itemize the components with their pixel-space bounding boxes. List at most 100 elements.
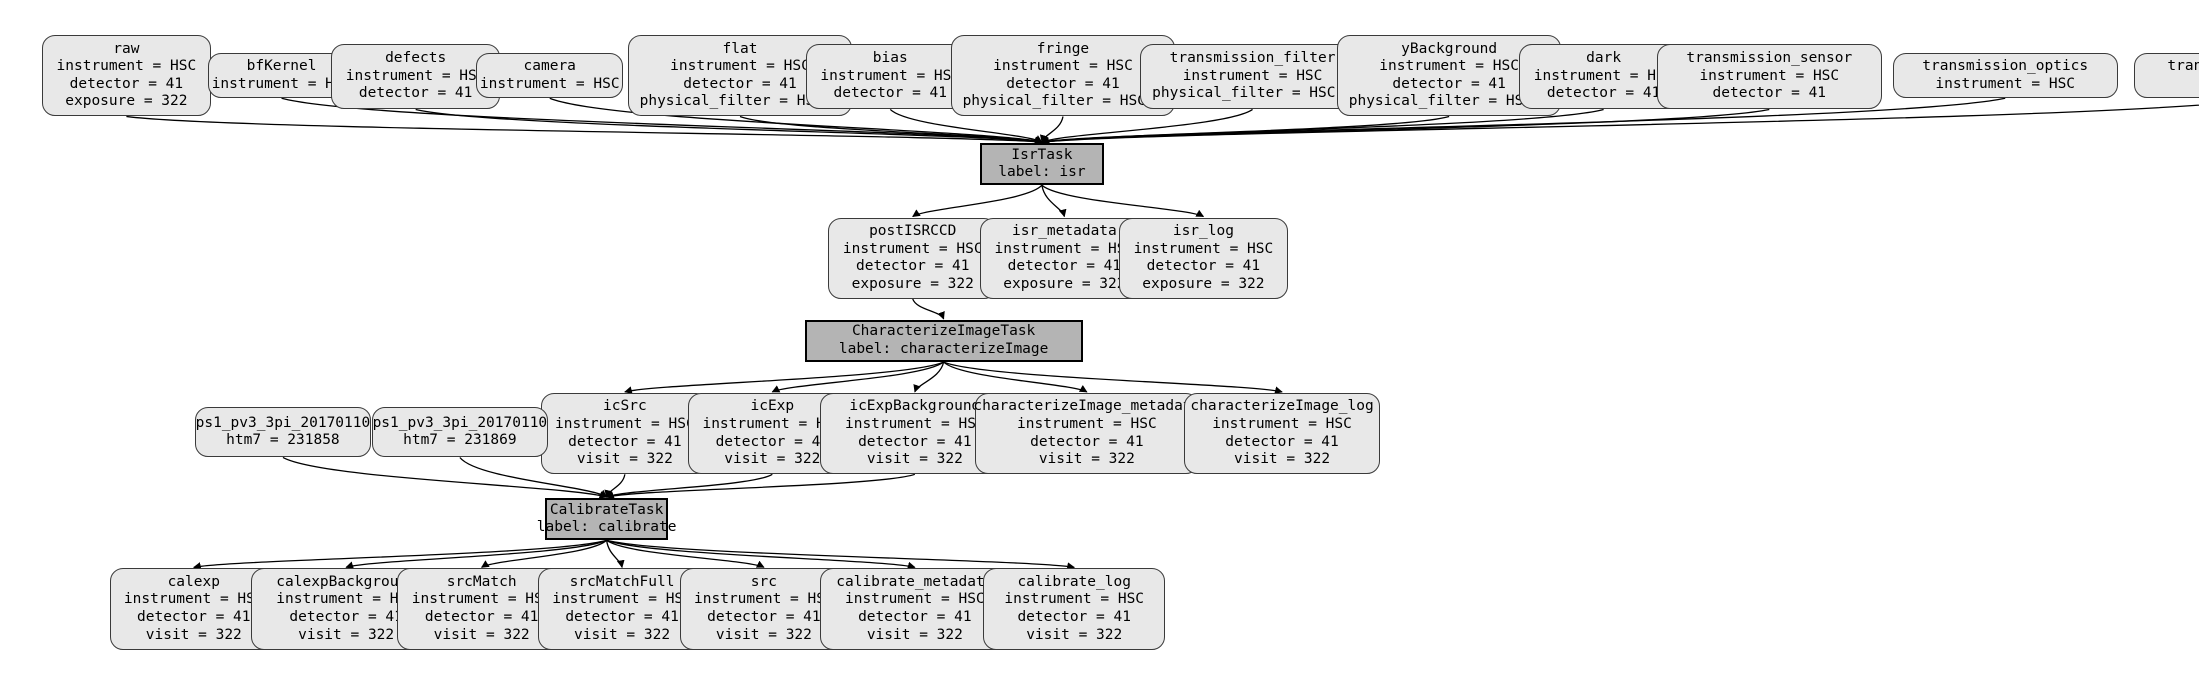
node-line: transmission_filter	[1169, 50, 1336, 67]
node-line: ps1_pv3_3pi_20170110	[372, 414, 548, 431]
node-line: flat	[722, 40, 758, 57]
node-line: detector = 41	[833, 85, 948, 102]
node-line: srcMatch	[446, 573, 517, 590]
node-line: exposure = 322	[1003, 275, 1126, 292]
node-line: dark	[1586, 50, 1622, 67]
node-line: detector = 41	[683, 75, 797, 92]
node-line: CalibrateTask	[549, 501, 664, 518]
node-line: detector = 41	[289, 609, 403, 626]
edge-icExp-to-CalibrateTask	[605, 473, 773, 498]
edge-fringe-to-IsrTask	[1039, 116, 1064, 143]
edge-CharacterizeImageTask-to-characterizeImage_metadata	[943, 361, 1088, 393]
edge-yBackground-to-IsrTask	[1041, 115, 1450, 145]
node-line: characterizeImage_log	[1190, 398, 1374, 415]
node-line: instrument = HSC	[844, 591, 985, 608]
edge-CalibrateTask-to-srcMatchFull	[605, 540, 625, 569]
node-line: postISRCCD	[869, 223, 957, 239]
node-line: exposure = 322	[1142, 275, 1265, 292]
node-line: physical_filter = HSC-Y	[962, 93, 1164, 110]
edge-CalibrateTask-to-srcMatch	[480, 539, 608, 568]
node-line: transmission_atmosphere	[2167, 58, 2199, 75]
node-line: label: characterizeImage	[838, 340, 1049, 357]
node-line: visit = 322	[145, 626, 242, 643]
node-line: instrument = HSC	[479, 75, 620, 92]
node-line: visit = 322	[1038, 451, 1135, 468]
node-line: camera	[523, 58, 576, 75]
node-line: detector = 41	[565, 609, 679, 626]
node-line: detector = 41	[707, 609, 821, 626]
edge-CharacterizeImageTask-to-characterizeImage_log	[943, 361, 1283, 395]
node-line: defects	[385, 50, 447, 67]
node-line: detector = 41	[858, 609, 972, 626]
edge-CalibrateTask-to-calibrate_log	[606, 539, 1075, 571]
node-line: instrument = HSC	[670, 58, 810, 75]
node-line: htm7 = 231858	[226, 432, 340, 449]
node-line: src	[750, 573, 777, 590]
node-line: detector = 41	[1017, 609, 1131, 626]
node-line: instrument = HSC	[1212, 416, 1352, 432]
dataset-node-transmission_atmosphere[interactable]: transmission_atmosphereinstrument = HSC	[2134, 53, 2199, 99]
edge-CharacterizeImageTask-to-icExpBackground	[913, 361, 945, 393]
node-line: detector = 41	[137, 609, 251, 626]
edge-IsrTask-to-isr_log	[1041, 184, 1205, 218]
node-line: transmission_sensor	[1686, 50, 1853, 67]
node-line: instrument = HSC	[1017, 416, 1157, 432]
node-line: instrument = HSC	[555, 416, 695, 432]
node-line: calibrate_log	[1017, 573, 1131, 590]
node-line: srcMatchFull	[569, 573, 675, 590]
node-line: calexp	[167, 573, 220, 590]
node-line: instrument = HSC	[1379, 58, 1519, 75]
node-line: instrument = HSC	[694, 591, 834, 608]
node-line: detector = 41	[1225, 433, 1339, 450]
edge-CharacterizeImageTask-to-icSrc	[624, 361, 944, 394]
node-line: characterizeImage_metadata	[973, 398, 1201, 415]
node-line: raw	[113, 40, 140, 57]
node-line: instrument = HSC	[1533, 67, 1674, 84]
node-line: transmission_optics	[1922, 58, 2089, 75]
node-line: instrument = HSC	[1182, 67, 1323, 84]
node-line: detector = 41	[1007, 258, 1122, 275]
node-line: detector = 41	[1146, 258, 1261, 275]
node-line: detector = 41	[855, 258, 970, 275]
node-line: visit = 322	[1234, 451, 1331, 468]
node-line: isr_metadata	[1012, 223, 1117, 239]
node-line: instrument = HSC	[844, 416, 985, 432]
node-line: calibrate_metadata	[836, 573, 994, 590]
node-line: visit = 322	[866, 626, 963, 643]
node-line: instrument = HSC	[842, 240, 983, 257]
node-line: instrument = HSC	[56, 58, 197, 75]
edge-CalibrateTask-to-calibrate_metadata	[606, 539, 916, 570]
node-line: htm7 = 231869	[403, 432, 517, 449]
node-line: label: calibrate	[536, 519, 677, 536]
node-line: icExpBackground	[849, 398, 981, 415]
node-line: isr_log	[1172, 223, 1234, 239]
node-line: visit = 322	[298, 626, 395, 643]
edge-postISRCCD-to-CharacterizeImageTask	[912, 298, 945, 320]
node-line: detector = 41	[1712, 85, 1827, 102]
node-line: instrument = HSC	[1935, 75, 2076, 92]
node-line: detector = 41	[424, 609, 539, 626]
